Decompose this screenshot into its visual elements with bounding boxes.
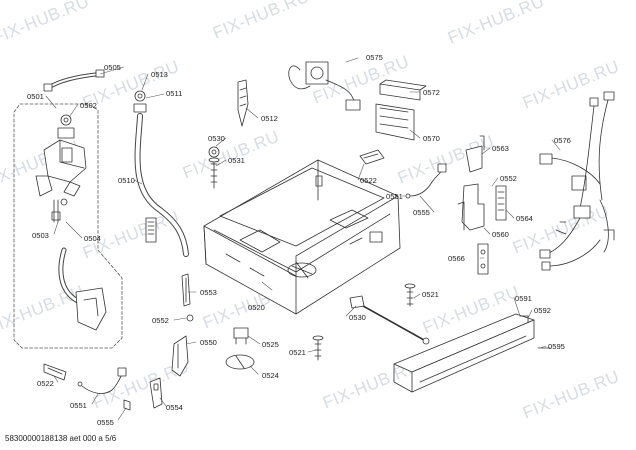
part-label-0530-bottom: 0530	[349, 313, 366, 322]
part-label-0550: 0550	[200, 338, 217, 347]
part-label-0501: 0501	[27, 92, 44, 101]
part-label-0505: 0505	[104, 63, 121, 72]
cable-0551-top-part	[405, 163, 447, 199]
bracket-0522-top-part	[359, 149, 385, 165]
base-tub-part	[203, 159, 401, 315]
part-label-0572: 0572	[423, 88, 440, 97]
part-label-0551-bottom: 0551	[70, 401, 87, 410]
part-label-0522-top: 0522	[360, 176, 377, 185]
part-label-0521-left: 0521	[289, 348, 306, 357]
part-label-0554: 0554	[166, 403, 183, 412]
part-label-0570: 0570	[423, 134, 440, 143]
part-label-0591: 0591	[515, 294, 532, 303]
rod-0530-part	[349, 295, 430, 345]
part-label-0592: 0592	[534, 306, 551, 315]
part-label-0595: 0595	[548, 342, 565, 351]
part-label-0520: 0520	[248, 303, 265, 312]
foot-screw-0521-left-part	[312, 335, 324, 361]
part-label-0530-top: 0530	[208, 134, 225, 143]
water-valve-part	[35, 114, 87, 197]
part-label-0513: 0513	[151, 70, 168, 79]
bracket-0512-part	[237, 79, 249, 127]
part-label-0575: 0575	[366, 53, 383, 62]
part-label-0553: 0553	[200, 288, 217, 297]
part-label-0552-top: 0552	[500, 174, 517, 183]
foot-screw-0521-right-part	[404, 283, 416, 307]
part-label-0511: 0511	[166, 89, 183, 98]
leader-lines	[45, 57, 561, 421]
hinge-bracket-0550-part	[171, 335, 189, 377]
part-label-0521-right: 0521	[422, 290, 439, 299]
inlet-hose-part	[43, 69, 105, 92]
clip-0555-part	[123, 399, 131, 411]
part-label-0503: 0503	[32, 231, 49, 240]
part-label-0522-bottom: 0522	[37, 379, 54, 388]
valve-screws-part	[51, 198, 68, 223]
part-label-0524: 0524	[262, 371, 279, 380]
foot-screws-part	[208, 146, 220, 189]
clip-0525-part	[233, 327, 249, 345]
part-label-0555-top: 0555	[413, 208, 430, 217]
base-panel-part	[393, 313, 551, 393]
cable-0551-bottom-part	[77, 367, 127, 394]
water-hose-part	[133, 90, 189, 257]
hinge-bracket-0554-part	[149, 377, 163, 409]
document-footer: 58300000188138 aet 000 a 5/6	[5, 434, 117, 443]
disc-0524-part	[225, 354, 255, 370]
part-label-0504: 0504	[84, 234, 101, 243]
wiring-harness-part	[539, 91, 615, 271]
part-label-0551-top: 0551	[386, 192, 403, 201]
drain-hose-part	[58, 247, 107, 331]
part-label-0531: 0531	[228, 156, 245, 165]
part-label-0525: 0525	[262, 340, 279, 349]
part-label-0502: 0502	[80, 101, 97, 110]
part-label-0576: 0576	[554, 136, 571, 145]
cover-strip-part	[375, 79, 427, 141]
hinge-bracket-0553-part	[181, 273, 194, 322]
part-label-0512: 0512	[261, 114, 278, 123]
part-label-0563: 0563	[492, 144, 509, 153]
part-label-0510: 0510	[118, 176, 135, 185]
valve-group-outline	[13, 103, 123, 349]
sensor-0575-part	[288, 61, 361, 111]
part-label-0560: 0560	[492, 230, 509, 239]
bracket-0522-bottom-part	[43, 363, 67, 381]
part-label-0552-bottom: 0552	[152, 316, 169, 325]
part-label-0555-bottom: 0555	[97, 418, 114, 427]
part-label-0566: 0566	[448, 254, 465, 263]
door-hinge-part	[457, 135, 507, 275]
part-label-0564: 0564	[516, 214, 533, 223]
